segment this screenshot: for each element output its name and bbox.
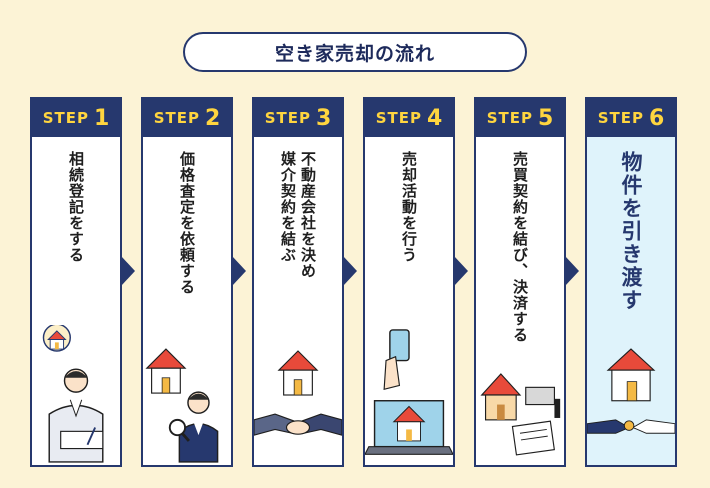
- step-number: 1: [93, 105, 110, 131]
- step-number: 4: [426, 105, 443, 131]
- step-header: STEP 5: [476, 99, 564, 137]
- step-card-6: STEP 6 物件を引き渡す: [585, 97, 677, 467]
- arrow-icon: [121, 256, 135, 286]
- arrow-icon: [565, 256, 579, 286]
- arrow-icon: [454, 256, 468, 286]
- step-card-4: STEP 4 売却活動を行う: [363, 97, 455, 467]
- step-label: 物件を引き渡す: [619, 151, 643, 312]
- appraiser-magnifier-house-icon: [145, 348, 219, 463]
- house-money-contract-icon: [480, 373, 561, 456]
- page-title: 空き家売却の流れ: [183, 32, 527, 72]
- step-header: STEP 1: [32, 99, 120, 137]
- step-label: 売買契約を結び、決済する: [511, 151, 529, 343]
- step-card-3: STEP 3 不動産会社を決め 媒介契約を結ぶ: [252, 97, 344, 467]
- step-label: 不動産会社を決め 媒介契約を結ぶ: [279, 151, 317, 279]
- step-label: 相続登記をする: [67, 151, 85, 263]
- key-handover-house-icon: [587, 348, 675, 434]
- step-number: 5: [537, 105, 554, 131]
- step-number: 2: [204, 105, 221, 131]
- step-header: STEP 6: [587, 99, 675, 137]
- step-card-5: STEP 5 売買契約を結び、決済する: [474, 97, 566, 467]
- step-card-1: STEP 1 相続登記をする: [30, 97, 122, 467]
- laptop-phone-house-icon: [365, 329, 453, 455]
- step-header: STEP 3: [254, 99, 342, 137]
- step-number: 6: [648, 105, 665, 131]
- step-card-2: STEP 2 価格査定を依頼する: [141, 97, 233, 467]
- step-header: STEP 2: [143, 99, 231, 137]
- arrow-icon: [232, 256, 246, 286]
- step-label: 価格査定を依頼する: [178, 151, 196, 295]
- arrow-icon: [343, 256, 357, 286]
- step-label: 売却活動を行う: [400, 151, 418, 263]
- step-number: 3: [315, 105, 332, 131]
- person-writing-house-icon: [42, 325, 104, 463]
- step-header: STEP 4: [365, 99, 453, 137]
- handshake-house-icon: [254, 350, 342, 436]
